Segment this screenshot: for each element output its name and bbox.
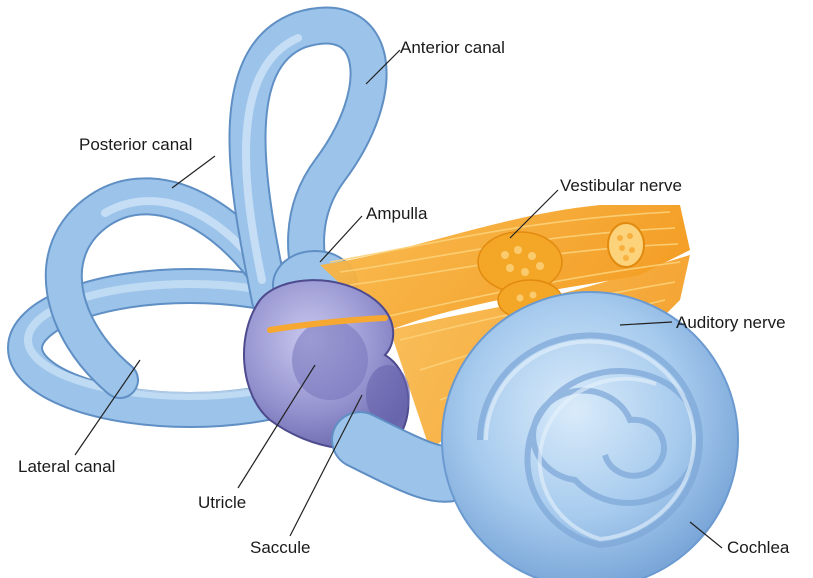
utricle-shape <box>292 320 368 400</box>
label-lateral-canal: Lateral canal <box>18 457 115 477</box>
label-cochlea: Cochlea <box>727 538 789 558</box>
label-ampulla: Ampulla <box>366 204 427 224</box>
label-saccule: Saccule <box>250 538 310 558</box>
label-posterior-canal: Posterior canal <box>79 135 192 155</box>
leader-posterior-canal <box>172 156 215 188</box>
label-vestibular-nerve: Vestibular nerve <box>560 176 682 196</box>
label-anterior-canal: Anterior canal <box>400 38 505 58</box>
label-auditory-nerve: Auditory nerve <box>676 313 786 333</box>
label-utricle: Utricle <box>198 493 246 513</box>
